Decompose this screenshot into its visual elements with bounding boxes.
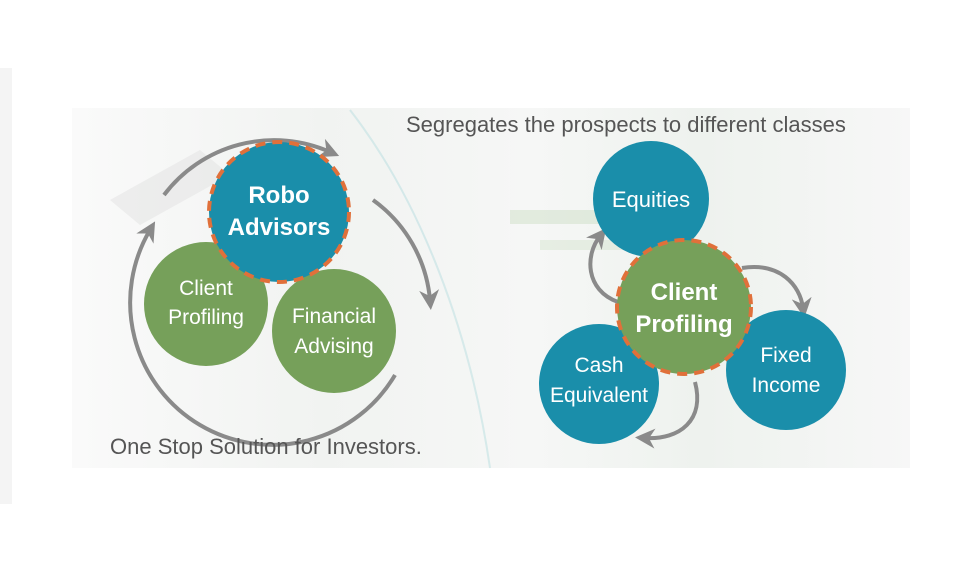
cash-equivalent-node (539, 324, 659, 444)
right-arrow-to-fixed-income (741, 265, 812, 318)
left-cycle-arrow-right (371, 198, 440, 310)
robo-advisors-label-line2: Advisors (228, 214, 331, 241)
client-profiling-right-label-line2: Profiling (635, 311, 732, 338)
cash-equivalent-label-line2: Equivalent (550, 384, 648, 407)
client-profiling-node-right (615, 238, 753, 376)
left-cycle: Robo Advisors Client Profiling Financial… (128, 138, 440, 447)
left-cycle-arrow-bottom (128, 221, 397, 447)
client-profiling-right-label-line1: Client (651, 279, 718, 306)
fixed-income-node (726, 310, 846, 430)
fixed-income-label-line1: Fixed (760, 344, 811, 367)
equities-node (593, 141, 709, 257)
right-cycle-title: Segregates the prospects to different cl… (406, 112, 846, 137)
right-cycle: Equities Fixed Income Cash Equivalent Cl… (539, 141, 846, 449)
left-cycle-arrow-top (162, 138, 340, 197)
fixed-income-label-line2: Income (752, 374, 821, 397)
right-arrow-center-to-equities (585, 228, 619, 304)
right-arrow-to-cash-equivalent (635, 381, 700, 449)
bg-curve (349, 109, 491, 469)
robo-advisors-label-line1: Robo (248, 182, 309, 209)
bg-bar-2 (540, 240, 630, 250)
financial-advising-label-line1: Financial (292, 305, 376, 328)
equities-label: Equities (612, 187, 690, 212)
client-profiling-left-label-line1: Client (179, 277, 233, 300)
robo-advisors-node (207, 140, 351, 284)
financial-advising-label-line2: Advising (294, 335, 373, 358)
client-profiling-node-left (144, 242, 268, 366)
cash-equivalent-label-line1: Cash (574, 354, 623, 377)
left-cycle-caption: One Stop Solution for Investors. (110, 434, 422, 459)
left-edge-strip (0, 68, 12, 504)
client-profiling-left-label-line2: Profiling (168, 306, 244, 329)
financial-advising-node (272, 269, 396, 393)
